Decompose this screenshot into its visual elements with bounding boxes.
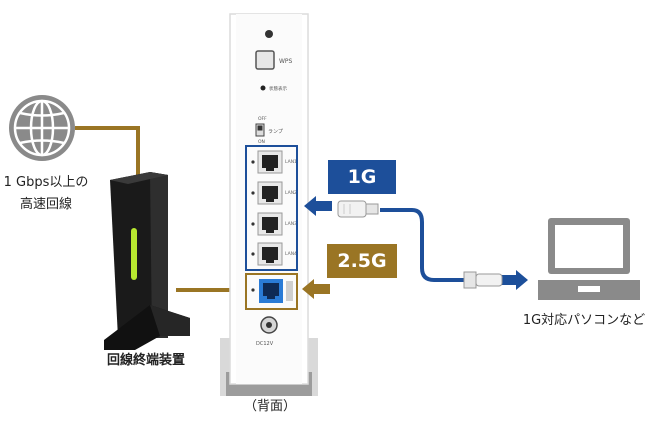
lan-port-1 (251, 150, 283, 174)
onu-label: 回線終端装置 (106, 353, 185, 368)
wan-port-highlight (245, 273, 298, 310)
lan-port-4 (251, 242, 283, 266)
wps-button (255, 50, 275, 70)
switch-off-label: OFF (258, 116, 267, 122)
pc-lan-cable (380, 208, 466, 282)
lan-port-3 (251, 212, 283, 236)
router-device: WPS 状態表示 OFF ランプ ON (220, 13, 318, 396)
arrow-icon (500, 270, 528, 290)
globe-icon (9, 95, 75, 161)
dc-label: DC12V (256, 341, 274, 347)
lan-port-label: LAN2 (285, 190, 297, 196)
onu-device (104, 172, 190, 350)
pc-label: 1G対応パソコンなど (522, 313, 646, 328)
lan-plug-icon (463, 271, 503, 289)
wan-port-25g (251, 279, 293, 303)
back-label: （背面） (243, 399, 296, 414)
lan-port-label: LAN1 (285, 159, 297, 165)
laptop-icon (538, 218, 640, 300)
badge-1g: 1G (328, 160, 396, 194)
lan-ports-highlight (245, 145, 298, 271)
status-led-label: 状態表示 (269, 85, 287, 92)
arrow-icon (304, 196, 332, 216)
wps-label: WPS (279, 58, 293, 65)
lan-port-2 (251, 181, 283, 205)
lan-port-label: LAN3 (285, 221, 297, 227)
badge-2-5g: 2.5G (327, 244, 397, 278)
switch-on-label: ON (258, 139, 265, 145)
lan-plug-icon (337, 200, 379, 218)
internet-label-line1: 1 Gbps以上の (3, 175, 89, 190)
internet-label-line2: 高速回線 (19, 197, 72, 212)
switch-lamp-label: ランプ (268, 129, 283, 135)
lan-port-label: LAN4 (285, 251, 297, 257)
internet-cable (75, 126, 140, 178)
arrow-icon (302, 279, 330, 299)
onu-status-led (131, 228, 137, 280)
